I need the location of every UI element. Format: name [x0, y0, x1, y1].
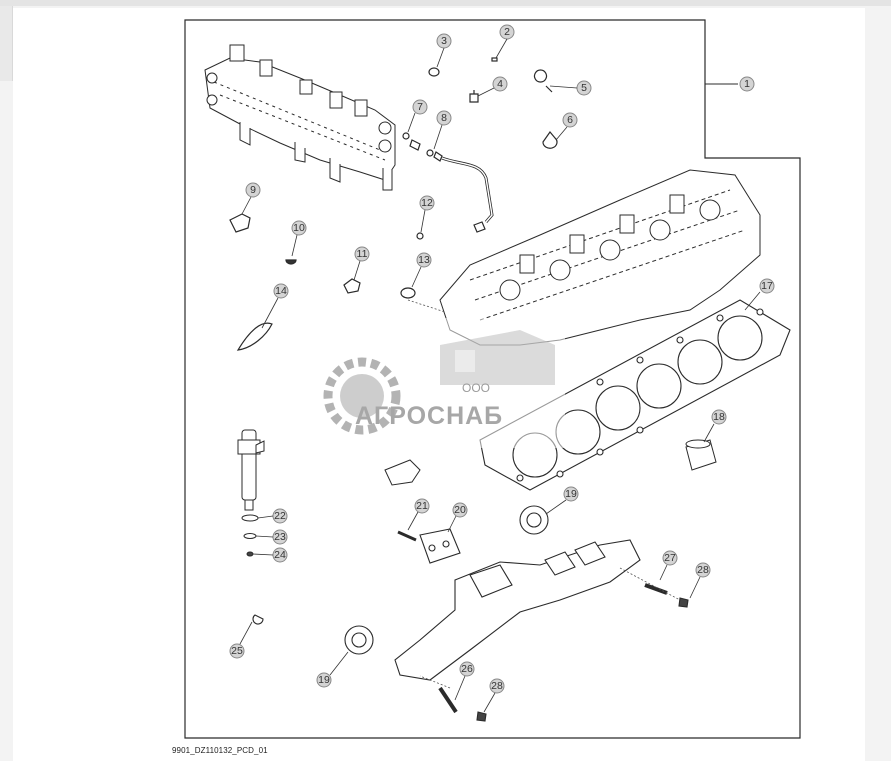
elbow-6: [542, 131, 558, 149]
svg-text:18: 18: [713, 411, 725, 423]
exhaust-manifold: [252, 505, 689, 722]
plug-10: [285, 259, 297, 265]
callout-23: 23: [272, 529, 288, 545]
gasket-20: [419, 528, 461, 564]
union-8: [433, 151, 443, 162]
callout-leaders: [239, 38, 761, 713]
bracket: [384, 459, 421, 486]
clip-25: [252, 614, 264, 625]
callout-28-bottom: 28: [489, 678, 505, 694]
callout-24: 24: [272, 547, 288, 563]
svg-text:28: 28: [491, 680, 503, 692]
left-panel-edge: [0, 6, 13, 81]
gear-hub: [340, 374, 384, 418]
svg-text:13: 13: [418, 254, 430, 266]
callout-5: 5: [576, 80, 592, 96]
fittings: [229, 57, 558, 351]
svg-text:8: 8: [441, 112, 447, 124]
clamp-9: [229, 213, 251, 233]
svg-text:19: 19: [565, 488, 577, 500]
callout-18: 18: [711, 409, 727, 425]
callout-26: 26: [459, 661, 475, 677]
figure-code: 9901_DZ110132_PCD_01: [172, 746, 268, 755]
svg-text:4: 4: [497, 78, 503, 90]
nut-28-bottom: [476, 711, 487, 722]
nut-28-top: [678, 597, 689, 608]
callout-19-bottom: 19: [316, 672, 332, 688]
seal-12: [416, 232, 424, 240]
svg-text:22: 22: [274, 510, 286, 522]
svg-text:5: 5: [581, 82, 587, 94]
svg-text:11: 11: [357, 248, 368, 260]
clamp-5: [533, 69, 553, 93]
callout-25: 25: [229, 643, 245, 659]
leader-lines: [407, 299, 681, 689]
gear-icon: [323, 357, 401, 435]
svg-text:3: 3: [441, 35, 447, 47]
svg-text:19: 19: [318, 674, 330, 686]
callout-17: 17: [759, 278, 775, 294]
stud-27: [644, 583, 668, 595]
svg-text:10: 10: [293, 222, 305, 234]
callout-9: 9: [245, 182, 261, 198]
svg-text:21: 21: [416, 500, 428, 512]
svg-text:6: 6: [567, 114, 573, 126]
svg-text:27: 27: [664, 552, 676, 564]
svg-text:25: 25: [231, 645, 243, 657]
callout-11: 11: [354, 246, 370, 262]
sleeve: [685, 439, 717, 471]
watermark-brand-text: АГРОСНАБ: [355, 402, 503, 430]
svg-text:2: 2: [504, 26, 510, 38]
pipe-fitting: [473, 221, 486, 233]
oil-pipe: [441, 156, 494, 223]
callouts: 1 2 3 4 5 6 7 8 9 10 11 12 13 14 17 18 1…: [229, 24, 775, 694]
svg-text:17: 17: [761, 280, 773, 292]
callout-21: 21: [414, 498, 430, 514]
callout-6: 6: [562, 112, 578, 128]
watermark-small-text: ООО: [462, 381, 490, 395]
callout-14: 14: [273, 283, 289, 299]
seal-8: [426, 149, 434, 157]
callout-1: 1: [739, 76, 755, 92]
svg-text:24: 24: [274, 549, 286, 561]
svg-text:12: 12: [421, 197, 433, 209]
svg-text:23: 23: [274, 531, 286, 543]
callout-12: 12: [419, 195, 435, 211]
bolt-4: [469, 90, 479, 103]
svg-text:1: 1: [744, 78, 750, 90]
svg-text:7: 7: [417, 101, 423, 113]
callout-4: 4: [492, 76, 508, 92]
callout-10: 10: [291, 220, 307, 236]
diagram-frame: [184, 19, 801, 739]
callout-28-top: 28: [695, 562, 711, 578]
svg-text:26: 26: [461, 663, 473, 675]
valve-11: [343, 278, 361, 294]
callout-13: 13: [416, 252, 432, 268]
seal-7: [402, 132, 410, 140]
svg-text:14: 14: [275, 285, 287, 297]
callout-3: 3: [436, 33, 452, 49]
cylinder-head: [439, 169, 761, 346]
rocker-arm-carrier: [204, 44, 396, 191]
plug-2: [491, 57, 498, 62]
callout-7: 7: [412, 99, 428, 115]
stud-26: [438, 686, 458, 714]
svg-text:20: 20: [454, 504, 466, 516]
callout-22: 22: [272, 508, 288, 524]
callout-8: 8: [436, 110, 452, 126]
seal-14: [236, 322, 273, 351]
o-ring-3: [428, 67, 440, 77]
union-7: [409, 139, 421, 151]
callout-27: 27: [662, 550, 678, 566]
top-bar: [0, 0, 891, 6]
svg-text:9: 9: [250, 184, 256, 196]
watermark: ООО АГРОСНАБ: [315, 318, 565, 448]
callout-2: 2: [499, 24, 515, 40]
o-ring-13: [400, 287, 416, 299]
callout-19-top: 19: [563, 486, 579, 502]
svg-text:28: 28: [697, 564, 709, 576]
callout-20: 20: [452, 502, 468, 518]
fuel-injector: [237, 429, 265, 557]
